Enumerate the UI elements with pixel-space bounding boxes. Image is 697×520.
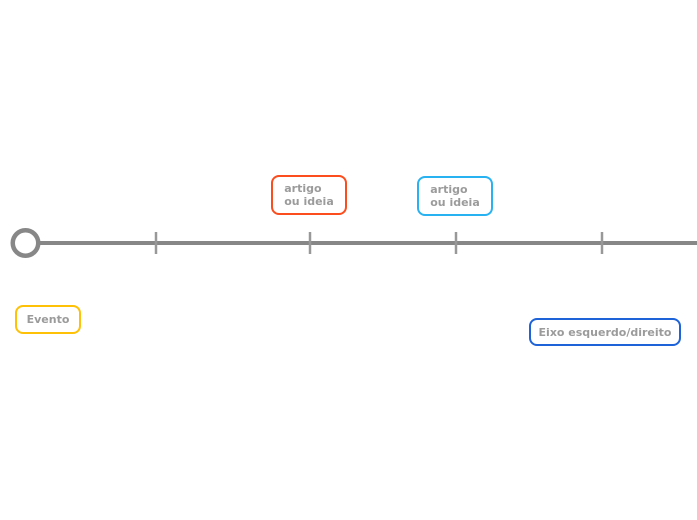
node-artigo-ou-ideia-right[interactable]: artigo ou ideia (417, 176, 493, 216)
node-label: artigo ou ideia (430, 183, 480, 209)
timeline-origin-circle[interactable] (10, 228, 41, 258)
node-evento[interactable]: Evento (15, 305, 81, 334)
node-label: Evento (26, 313, 70, 326)
node-label: Eixo esquerdo/direito (538, 325, 672, 339)
node-eixo-esquerdo-direito[interactable]: Eixo esquerdo/direito (529, 318, 681, 346)
node-label: artigo ou ideia (284, 182, 334, 208)
node-artigo-ou-ideia-left[interactable]: artigo ou ideia (271, 175, 347, 215)
